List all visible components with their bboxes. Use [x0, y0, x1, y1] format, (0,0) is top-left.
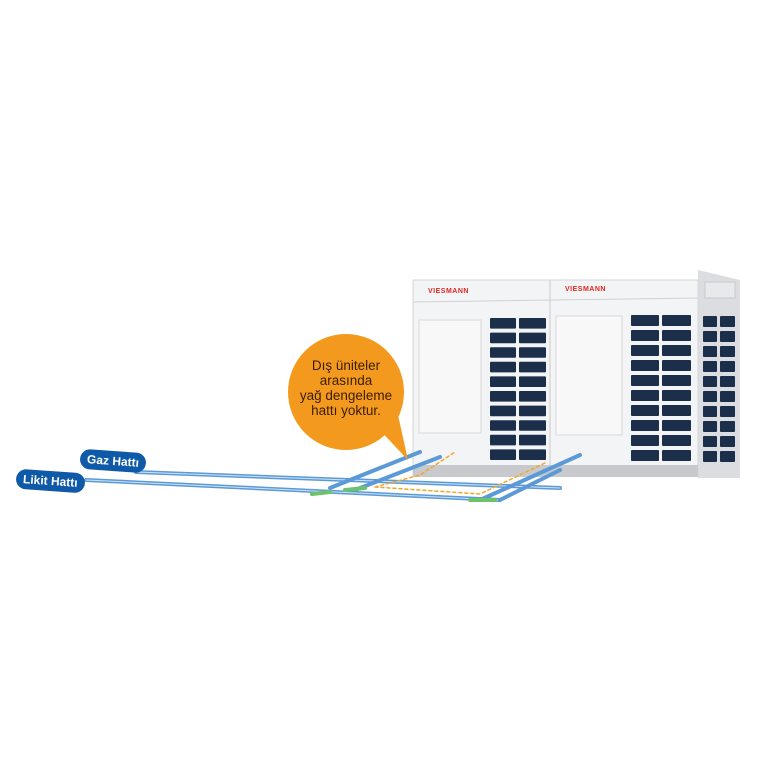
grille-slat [662, 405, 691, 416]
grille-slat [490, 449, 516, 460]
grille-slat [490, 405, 516, 417]
grille-slat [720, 391, 735, 402]
grille-slat [490, 420, 516, 431]
grille-slat [490, 434, 516, 446]
callout-line: Dış üniteler [311, 358, 381, 373]
outdoor-unit-group [412, 270, 740, 478]
grille-slat [720, 376, 735, 387]
grille-slat [519, 376, 546, 387]
grille-slat [490, 391, 516, 402]
grille-slat [519, 420, 546, 431]
grille-slat [631, 420, 659, 431]
brand-logo: VIESMANN [428, 288, 469, 295]
callout-line: hattı yoktur. [311, 403, 381, 418]
grille-slat [720, 406, 735, 417]
grille-slat [631, 405, 659, 416]
grille-slat [662, 345, 691, 356]
grille-slat [703, 316, 717, 327]
grille-slat [519, 405, 546, 417]
grille-slat [720, 331, 735, 342]
grille-slat [703, 451, 717, 462]
grille-slat [519, 347, 546, 358]
grille-slat [519, 434, 546, 446]
grille-slat [662, 375, 691, 386]
grille-slat [490, 332, 516, 344]
grille-slat [631, 450, 659, 461]
grille-slat [662, 330, 691, 341]
grille-slat [703, 331, 717, 342]
grille-slat [720, 316, 735, 327]
grille-slat [631, 435, 659, 446]
grille-slat [519, 449, 546, 460]
grille-slat [631, 345, 659, 356]
callout-line: yağ dengeleme [299, 388, 393, 403]
callout-bubble [288, 334, 408, 460]
grille-slat [519, 361, 546, 373]
grille-slat [703, 421, 717, 432]
grille-slat [720, 346, 735, 357]
grille-slat [720, 421, 735, 432]
grille-slat [703, 346, 717, 357]
grille-slat [631, 315, 659, 326]
grille-slat [662, 435, 691, 446]
callout-line: arasında [319, 373, 373, 388]
grille-slat [703, 436, 717, 447]
grille-slat [703, 391, 717, 402]
grille-slat [490, 376, 516, 387]
grille-slat [519, 391, 546, 402]
grille-slat [519, 332, 546, 344]
grille-slat [631, 390, 659, 401]
grille-slat [490, 361, 516, 373]
grille-slat [703, 376, 717, 387]
grille-slat [720, 361, 735, 372]
grille-slat [720, 451, 735, 462]
grille-slat [490, 347, 516, 358]
grille-slat [631, 330, 659, 341]
grille-slat [662, 315, 691, 326]
grille-slat [662, 450, 691, 461]
grille-slat [720, 436, 735, 447]
grille-slat [662, 360, 691, 371]
grille-slat [662, 420, 691, 431]
grille-slat [490, 318, 516, 329]
grille-slat [631, 360, 659, 371]
grille-slat [703, 361, 717, 372]
grille-slat [703, 406, 717, 417]
brand-logo: VIESMANN [565, 286, 606, 293]
grille-slat [631, 375, 659, 386]
grille-slat [519, 318, 546, 329]
callout-text: Dış üniteler arasında yağ dengeleme hatt… [288, 358, 404, 418]
piping [84, 450, 582, 502]
grille-slat [662, 390, 691, 401]
